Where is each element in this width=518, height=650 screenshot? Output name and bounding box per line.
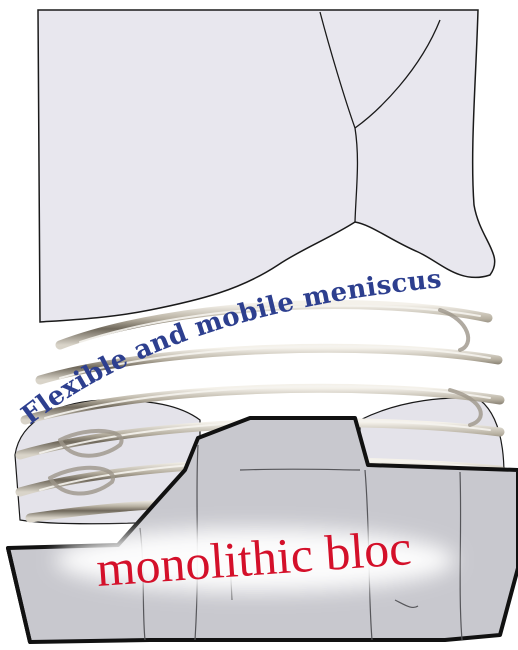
femur (38, 10, 495, 322)
